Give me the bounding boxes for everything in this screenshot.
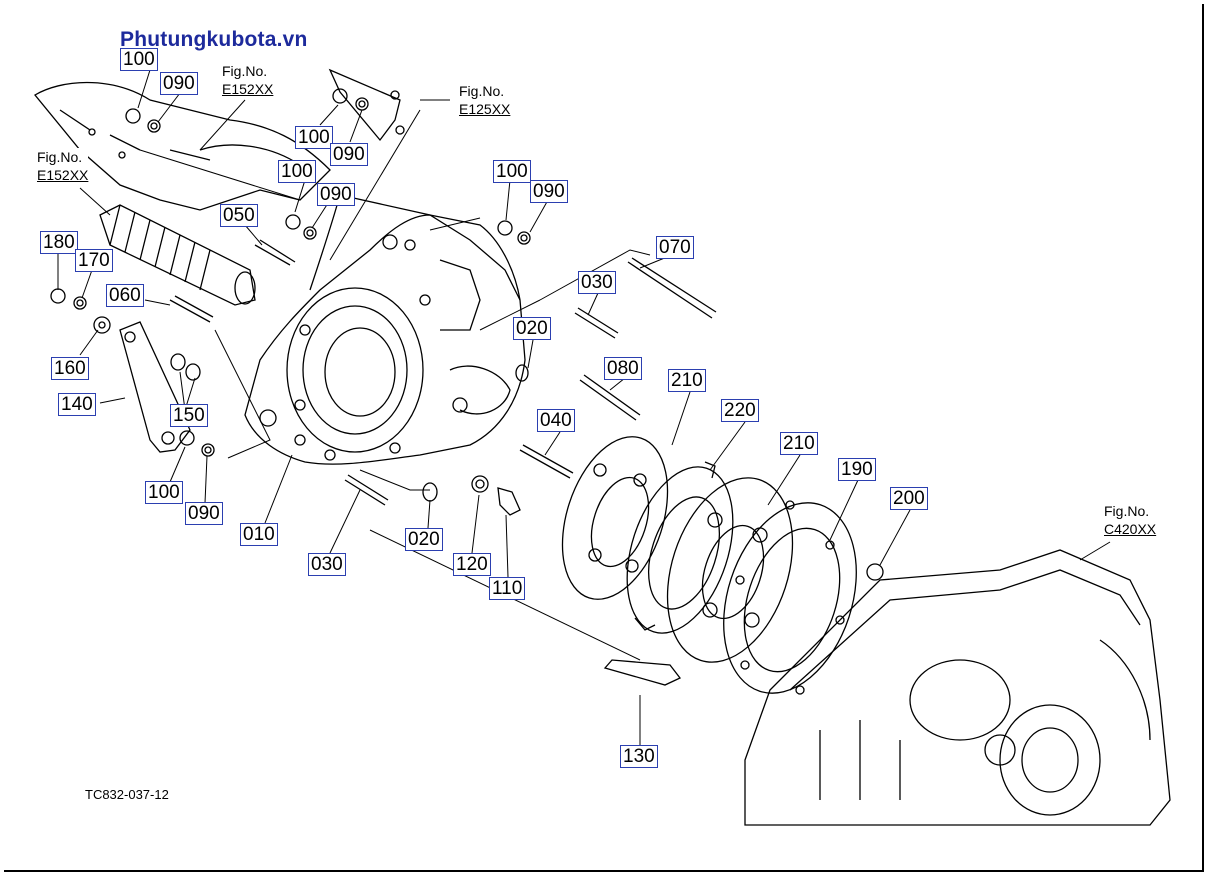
part-label[interactable]: 100 — [278, 160, 316, 183]
part-label[interactable]: 050 — [220, 204, 258, 227]
part-label[interactable]: 190 — [838, 458, 876, 481]
part-label[interactable]: 210 — [668, 369, 706, 392]
fig-ref-number: E152XX — [222, 81, 274, 97]
plate-190 — [723, 500, 857, 695]
part-label[interactable]: 100 — [493, 160, 531, 183]
part-label[interactable]: 100 — [295, 126, 333, 149]
fig-ref-line1: Fig.No. — [459, 83, 505, 99]
part-label[interactable]: 150 — [170, 404, 208, 427]
transmission-case — [744, 549, 1171, 826]
fig-ref-line1: Fig.No. — [37, 149, 83, 165]
splined-shaft — [99, 204, 256, 306]
plate-210-rear — [666, 477, 794, 663]
part-label[interactable]: 170 — [75, 249, 113, 272]
part-label[interactable]: 200 — [890, 487, 928, 510]
fig-ref-line1: Fig.No. — [222, 63, 268, 79]
drawing-frame — [4, 4, 1204, 872]
housing-fragment-upper — [34, 81, 331, 211]
part-label[interactable]: 090 — [330, 143, 368, 166]
part-label[interactable]: 090 — [185, 502, 223, 525]
part-label[interactable]: 090 — [160, 72, 198, 95]
plate-210-front — [561, 436, 669, 600]
fig-ref-line1: Fig.No. — [1104, 503, 1150, 519]
part-label[interactable]: 140 — [58, 393, 96, 416]
part-label[interactable]: 040 — [537, 409, 575, 432]
lever-140 — [119, 321, 191, 453]
part-label[interactable]: 090 — [317, 183, 355, 206]
part-label[interactable]: 110 — [489, 577, 526, 600]
studs — [169, 68, 717, 686]
part-label[interactable]: 120 — [453, 553, 491, 576]
part-label[interactable]: 030 — [578, 271, 616, 294]
drawing-code: TC832-037-12 — [85, 787, 169, 802]
fig-ref-number: E152XX — [37, 167, 89, 183]
part-label[interactable]: 180 — [40, 231, 78, 254]
fig-ref-number: E125XX — [459, 101, 511, 117]
part-label[interactable]: 160 — [51, 357, 89, 380]
plate-220 — [626, 461, 734, 634]
part-label[interactable]: 010 — [240, 523, 278, 546]
part-label[interactable]: 220 — [721, 399, 759, 422]
fig-ref-number: C420XX — [1104, 521, 1157, 537]
main-housing-010 — [244, 194, 526, 465]
part-label[interactable]: 060 — [106, 284, 144, 307]
part-label[interactable]: 020 — [513, 317, 551, 340]
part-label[interactable]: 100 — [120, 48, 158, 71]
fig-ref-e125xx: Fig.No. E125XX — [459, 82, 511, 118]
part-label[interactable]: 130 — [620, 745, 658, 768]
part-label[interactable]: 020 — [405, 528, 443, 551]
part-label[interactable]: 080 — [604, 357, 642, 380]
fig-ref-e152xx-top: Fig.No. E152XX — [222, 62, 274, 98]
fig-ref-e152xx-left: Fig.No. E152XX — [37, 148, 89, 184]
part-label[interactable]: 070 — [656, 236, 694, 259]
part-label[interactable]: 030 — [308, 553, 346, 576]
part-label[interactable]: 100 — [145, 481, 183, 504]
fig-ref-c420xx: Fig.No. C420XX — [1104, 502, 1157, 538]
part-label[interactable]: 090 — [530, 180, 568, 203]
leader-lines — [57, 69, 1111, 745]
fasteners — [50, 88, 884, 581]
part-label[interactable]: 210 — [780, 432, 818, 455]
site-watermark: Phutungkubota.vn — [120, 28, 308, 51]
